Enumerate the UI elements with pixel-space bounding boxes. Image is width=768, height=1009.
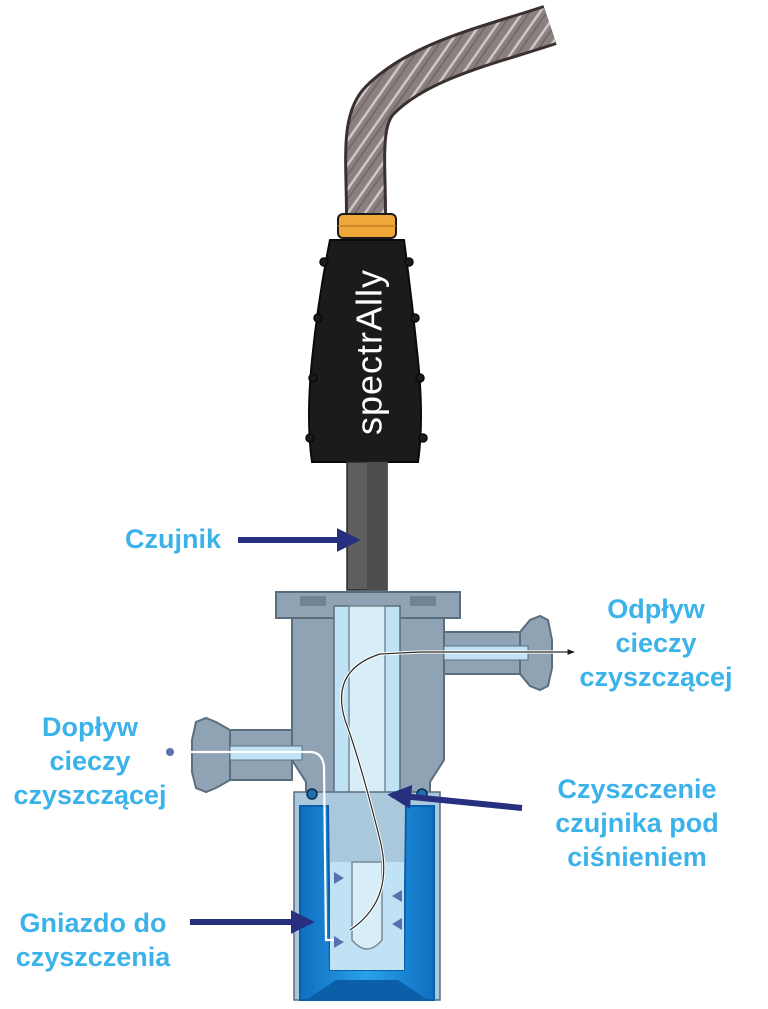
label-socket-line1: Gniazdo do: [19, 908, 167, 938]
label-pressure-cleaning: Czyszczenie czujnika pod ciśnieniem: [532, 772, 742, 874]
label-outflow: Odpływ cieczy czyszczącej: [566, 592, 746, 694]
label-outflow-line3: czyszczącej: [579, 662, 733, 692]
inflow-path: [170, 750, 342, 942]
label-sensor: Czujnik: [125, 524, 222, 554]
label-outflow-line1: Odpływ: [607, 594, 705, 624]
label-pressure-line2: czujnika pod: [555, 808, 719, 838]
label-pressure-line1: Czyszczenie: [557, 774, 717, 804]
arrow-pressure-cleaning: [387, 784, 523, 811]
label-inflow: Dopływ cieczy czyszczącej: [2, 710, 178, 812]
label-pressure-line3: ciśnieniem: [567, 842, 707, 872]
label-inflow-line3: czyszczącej: [13, 780, 167, 810]
brand-logo: spectrAlly: [349, 269, 390, 435]
label-inflow-line1: Dopływ: [41, 712, 138, 742]
label-socket-line2: czyszczenia: [15, 942, 171, 972]
label-socket: Gniazdo do czyszczenia: [0, 906, 186, 974]
label-outflow-line2: cieczy: [615, 628, 697, 658]
label-inflow-line2: cieczy: [49, 746, 131, 776]
braided-cable-inner: [347, 7, 556, 216]
